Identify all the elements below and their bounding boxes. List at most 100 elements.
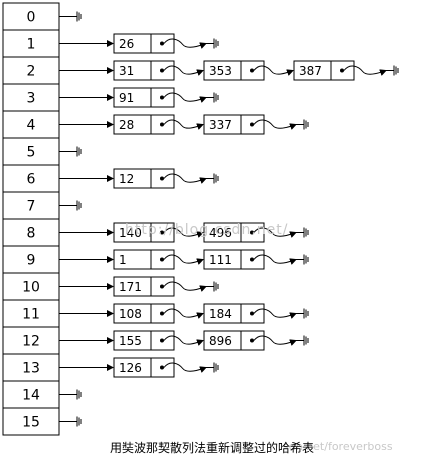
bucket-row: 13 (2, 353, 60, 382)
bucket-cell (2, 326, 60, 355)
next-pointer-arrow (163, 92, 207, 103)
next-pointer-arrow (253, 335, 297, 346)
bucket-chain: 26 (59, 33, 219, 54)
bucket-cell (2, 137, 60, 166)
next-pointer-arrow (253, 119, 297, 130)
node-value: 387 (299, 64, 322, 78)
pointer-dot (160, 365, 164, 370)
next-pointer-arrow (253, 227, 297, 238)
null-terminator-icon (213, 362, 219, 373)
node-value: 111 (209, 253, 232, 267)
bucket-row: 1 (2, 29, 60, 58)
node-box (203, 303, 265, 324)
node-value: 171 (119, 280, 142, 294)
bucket-chain (59, 200, 82, 211)
bucket-row: 0 (2, 2, 60, 31)
node-box (203, 114, 265, 135)
bucket-chain: 171 (59, 276, 219, 297)
node-box (293, 60, 355, 81)
bucket-index: 4 (27, 118, 36, 134)
bucket-chain (59, 11, 82, 22)
bucket-index: 3 (27, 91, 36, 107)
null-terminator-icon (303, 308, 309, 319)
next-pointer-arrow (163, 119, 204, 130)
null-terminator-icon (393, 65, 399, 76)
node-box (203, 330, 265, 351)
null-terminator-icon (303, 227, 309, 238)
bucket-chain (59, 389, 82, 400)
node-value: 126 (119, 361, 142, 375)
next-pointer-arrow (163, 362, 207, 373)
pointer-dot (160, 230, 164, 235)
list-node: 140 (113, 222, 175, 243)
null-terminator-icon (213, 38, 219, 49)
node-value: 1 (119, 253, 127, 267)
bucket-index: 7 (27, 199, 36, 215)
null-terminator-icon (303, 119, 309, 130)
bucket-chain: 12 (59, 168, 219, 189)
bucket-cell (2, 272, 60, 301)
node-box (113, 330, 175, 351)
bucket-index: 1 (27, 37, 36, 53)
null-terminator-icon (213, 281, 219, 292)
bucket-cell (2, 29, 60, 58)
next-pointer-arrow (343, 65, 387, 76)
pointer-dot (340, 68, 344, 73)
bucket-chain (59, 416, 82, 427)
bucket-chain: 28 337 (59, 114, 309, 135)
pointer-dot (160, 284, 164, 289)
next-pointer-arrow (253, 65, 294, 76)
node-value: 896 (209, 334, 232, 348)
bucket-index: 6 (27, 172, 36, 188)
next-pointer-arrow (253, 308, 297, 319)
bucket-index: 15 (22, 415, 40, 431)
bucket-row: 15 (2, 407, 60, 436)
bucket-row: 7 (2, 191, 60, 220)
pointer-dot (160, 95, 164, 100)
pointer-dot (160, 122, 164, 127)
list-node: 387 (293, 60, 355, 81)
pointer-dot (160, 311, 164, 316)
node-value: 353 (209, 64, 232, 78)
null-terminator-icon (303, 335, 309, 346)
node-box (113, 222, 175, 243)
list-node: 171 (113, 276, 175, 297)
bucket-row: 12 (2, 326, 60, 355)
pointer-dot (160, 41, 164, 46)
node-value: 28 (119, 118, 134, 132)
pointer-dot (250, 230, 254, 235)
node-value: 337 (209, 118, 232, 132)
bucket-cell (2, 380, 60, 409)
null-terminator-icon (76, 416, 82, 427)
bucket-index: 8 (27, 226, 36, 242)
null-terminator-icon (213, 173, 219, 184)
node-value: 140 (119, 226, 142, 240)
node-value: 31 (119, 64, 134, 78)
bucket-index: 9 (27, 253, 36, 269)
bucket-chain: 140 496 (59, 222, 309, 243)
list-node: 31 (113, 60, 175, 81)
footer-watermark: sdn.net/foreverboss (283, 440, 393, 453)
pointer-dot (160, 338, 164, 343)
list-node: 111 (203, 249, 265, 270)
null-terminator-icon (213, 92, 219, 103)
bucket-row: 6 (2, 164, 60, 193)
node-box (203, 60, 265, 81)
bucket-cell (2, 2, 60, 31)
bucket-index: 13 (22, 361, 40, 377)
bucket-index: 10 (22, 280, 40, 296)
pointer-dot (160, 176, 164, 181)
list-node: 91 (113, 87, 175, 108)
bucket-index: 12 (22, 334, 40, 350)
bucket-cell (2, 407, 60, 436)
next-pointer-arrow (253, 254, 297, 265)
bucket-index: 0 (27, 10, 36, 26)
list-node: 337 (203, 114, 265, 135)
node-box (113, 249, 175, 270)
node-value: 496 (209, 226, 232, 240)
pointer-dot (160, 68, 164, 73)
node-box (113, 168, 175, 189)
